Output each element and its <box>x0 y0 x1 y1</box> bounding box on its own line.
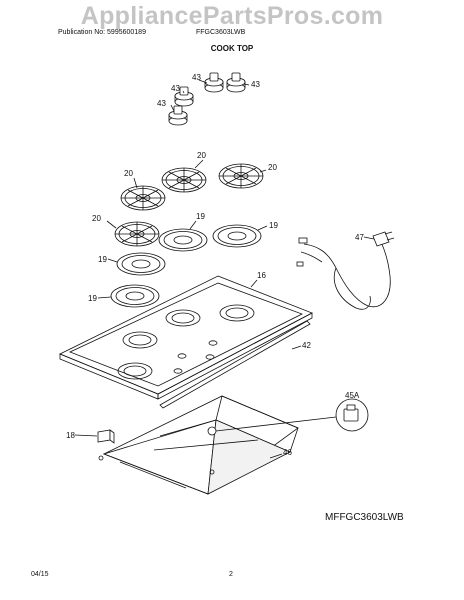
bracket-part-18 <box>74 429 115 444</box>
callout-43-a: 43 <box>192 73 201 82</box>
callout-18: 18 <box>66 431 75 440</box>
callout-47: 47 <box>355 233 364 242</box>
callout-19-d: 19 <box>88 294 97 303</box>
callout-43-c: 43 <box>171 84 180 93</box>
power-cord-part-47 <box>296 231 395 310</box>
knob-part-43 <box>168 72 250 126</box>
trim-part-42 <box>159 320 311 409</box>
callout-20-b: 20 <box>268 163 277 172</box>
callout-20-c: 20 <box>124 169 133 178</box>
watermark: AppliancePartsPros.com <box>80 2 384 30</box>
callout-19-a: 19 <box>196 212 205 221</box>
publication-date: 04/15 <box>31 571 49 578</box>
cooktop-part-16 <box>59 275 313 400</box>
page-number: 2 <box>229 571 233 578</box>
publication-number: Publication No: 5995600189 <box>58 29 146 36</box>
callout-46: 46 <box>283 448 292 457</box>
callout-20-a: 20 <box>197 151 206 160</box>
burner-box-part-46 <box>98 395 299 495</box>
callout-19-b: 19 <box>269 221 278 230</box>
section-title: COOK TOP <box>210 44 254 53</box>
diagram-model-reference: MFFGC3603LWB <box>325 512 404 523</box>
callout-43-b: 43 <box>251 80 260 89</box>
callout-20-d: 20 <box>92 214 101 223</box>
callout-45A: 45A <box>345 391 360 400</box>
callout-19-c: 19 <box>98 255 107 264</box>
callout-42: 42 <box>302 341 311 350</box>
drip-pan-part-19 <box>97 220 268 308</box>
callout-16: 16 <box>257 271 266 280</box>
callout-43-d: 43 <box>157 99 166 108</box>
model-number-header: FFGC3603LWB <box>196 29 246 36</box>
valve-part-45A <box>215 398 369 432</box>
grate-part-20 <box>106 159 267 247</box>
